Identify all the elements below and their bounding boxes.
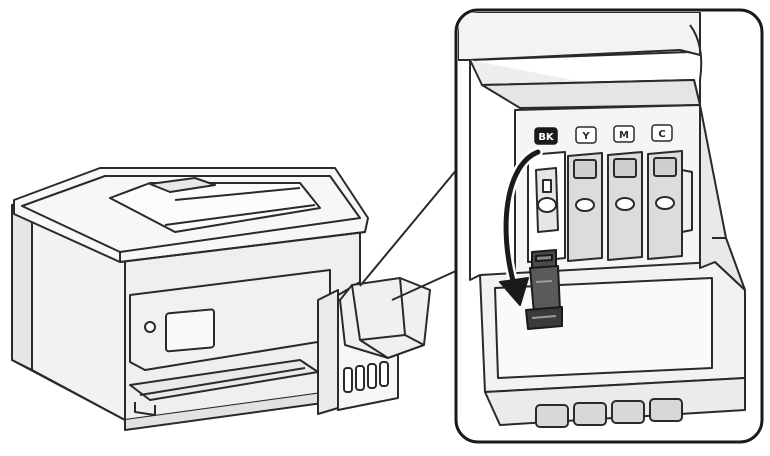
printer-ink-tank-unit (318, 278, 430, 414)
tank-label-bk: BK (535, 128, 557, 144)
callout-connector-lines (360, 168, 458, 300)
ink-tank-c (648, 151, 682, 259)
tank-label-y: Y (576, 127, 596, 143)
tank-label-y-text: Y (581, 131, 590, 142)
tank-label-bk-text: BK (538, 132, 555, 143)
ink-tank-m (608, 152, 642, 260)
tank-label-c: C (652, 125, 672, 141)
ink-tank-bk (528, 152, 565, 262)
tank-label-m: M (614, 126, 634, 142)
tank-label-m-text: M (619, 130, 629, 141)
detail-callout-panel: BK Y M C (456, 10, 762, 442)
ink-tank-y (568, 153, 602, 261)
printer-body (12, 168, 368, 430)
ink-tank-cap-icon (526, 250, 562, 329)
ink-tanks (528, 151, 692, 262)
tank-label-c-text: C (658, 129, 665, 140)
